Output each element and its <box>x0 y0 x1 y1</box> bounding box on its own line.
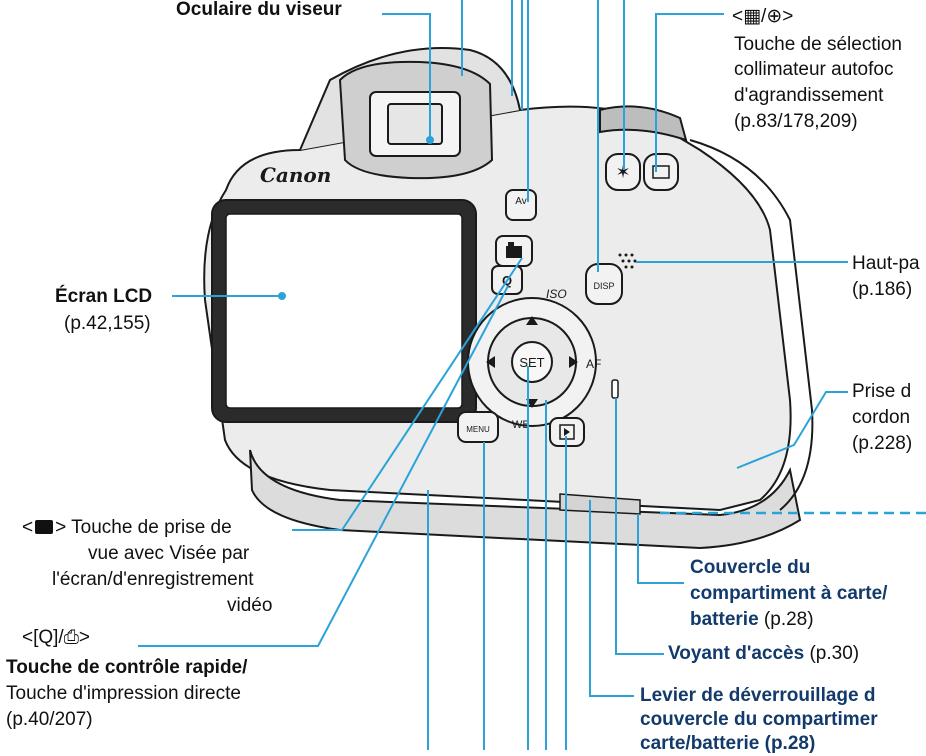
viewfinder-eyecup <box>338 60 494 180</box>
svg-text:AF: AF <box>586 357 601 371</box>
label-prise-pages: (p.228) <box>852 433 913 454</box>
label-liveview-2: vue avec Visée par <box>88 543 250 564</box>
brand-logo: Canon <box>260 163 331 187</box>
label-couvercle-3: batterie (p.28) <box>690 609 814 630</box>
card-battery-cover <box>559 493 641 515</box>
label-oculaire: Oculaire du viseur <box>176 0 342 20</box>
label-lcd-pages: (p.42,155) <box>64 313 151 334</box>
af-point-buttons[interactable]: ✶ <box>605 153 679 191</box>
label-af-pages: (p.83/178,209) <box>734 111 858 132</box>
label-couvercle-1: Couvercle du <box>690 557 811 578</box>
label-levier-1: Levier de déverrouillage d <box>640 685 876 706</box>
playback-button[interactable] <box>549 417 585 447</box>
label-quick-pages: (p.40/207) <box>6 709 93 730</box>
label-prise-2: cordon <box>852 407 911 428</box>
label-quick-1: Touche de contrôle rapide/ <box>6 657 248 678</box>
live-view-button[interactable] <box>495 235 533 267</box>
label-lcd: Écran LCD <box>55 286 153 307</box>
menu-button[interactable]: MENU <box>457 411 499 443</box>
label-voyant: Voyant d'accès (p.30) <box>668 643 860 664</box>
label-af-icons: <▦/⊕> <box>732 6 794 27</box>
svg-text:ISO: ISO <box>546 287 567 301</box>
disp-button[interactable]: DISP <box>585 263 623 305</box>
av-exposure-button[interactable]: Av <box>505 189 537 221</box>
label-liveview-4: vidéo <box>227 595 273 616</box>
label-quick-2: Touche d'impression directe <box>6 683 241 704</box>
label-levier-2: couvercle du compartimer <box>640 709 878 730</box>
svg-text:MENU: MENU <box>466 425 490 434</box>
label-af-line1: Touche de sélection <box>734 34 902 55</box>
svg-text:SET: SET <box>519 355 544 370</box>
svg-text:Av: Av <box>515 196 527 207</box>
label-af-line2: collimateur autofoc <box>734 59 894 80</box>
label-speaker-pages: (p.186) <box>852 279 913 300</box>
label-couvercle-2: compartiment à carte/ <box>690 583 888 604</box>
label-levier-3: carte/batterie (p.28) <box>640 733 816 754</box>
speaker-grille <box>618 253 637 269</box>
label-speaker: Haut-pa <box>852 253 920 274</box>
label-liveview-1: <> Touche de prise de <box>22 517 232 538</box>
svg-text:WB: WB <box>512 419 530 431</box>
svg-text:DISP: DISP <box>593 281 614 291</box>
leader-lines <box>138 0 848 750</box>
label-prise-1: Prise d <box>852 381 912 402</box>
label-af-line3: d'agrandissement <box>734 85 884 106</box>
svg-text:✶: ✶ <box>615 162 630 182</box>
cross-keys[interactable]: SET ISO AF WB <box>467 287 601 431</box>
camera-icon <box>35 520 54 534</box>
label-quick-icons: <[Q]/⎙> <box>22 627 91 648</box>
lcd-screen <box>211 199 477 423</box>
label-liveview-3: l'écran/d'enregistrement <box>52 569 254 590</box>
access-lamp <box>611 379 619 399</box>
